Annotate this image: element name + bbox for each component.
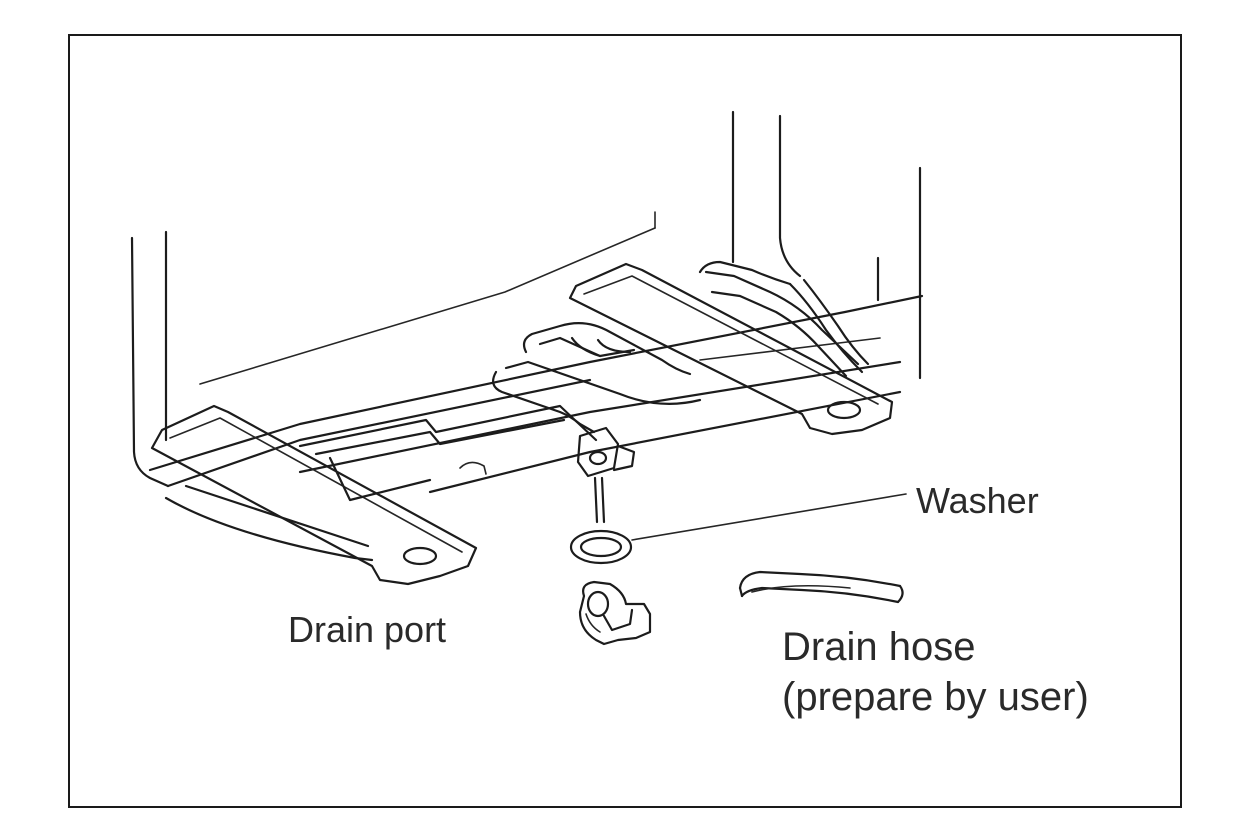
right-foot-hole	[826, 400, 862, 420]
drain-port-connector	[578, 580, 652, 646]
left-foot-hole	[402, 546, 438, 566]
drain-port-fitting	[576, 426, 636, 524]
appliance-body	[130, 110, 922, 488]
right-hose-channel	[698, 260, 870, 378]
diagram-frame	[68, 34, 1182, 808]
heater-loop	[491, 321, 702, 434]
left-mounting-foot	[150, 404, 478, 586]
drain-port-label: Drain port	[288, 609, 447, 650]
right-mounting-foot	[568, 262, 894, 436]
drain-hose-note-label: (prepare by user)	[782, 675, 1089, 719]
drain-hose-label: Drain hose	[782, 625, 976, 669]
washer-ring	[569, 529, 633, 565]
washer-leader-line	[631, 493, 907, 541]
washer-label: Washer	[916, 480, 1039, 521]
drain-hose	[738, 570, 904, 604]
